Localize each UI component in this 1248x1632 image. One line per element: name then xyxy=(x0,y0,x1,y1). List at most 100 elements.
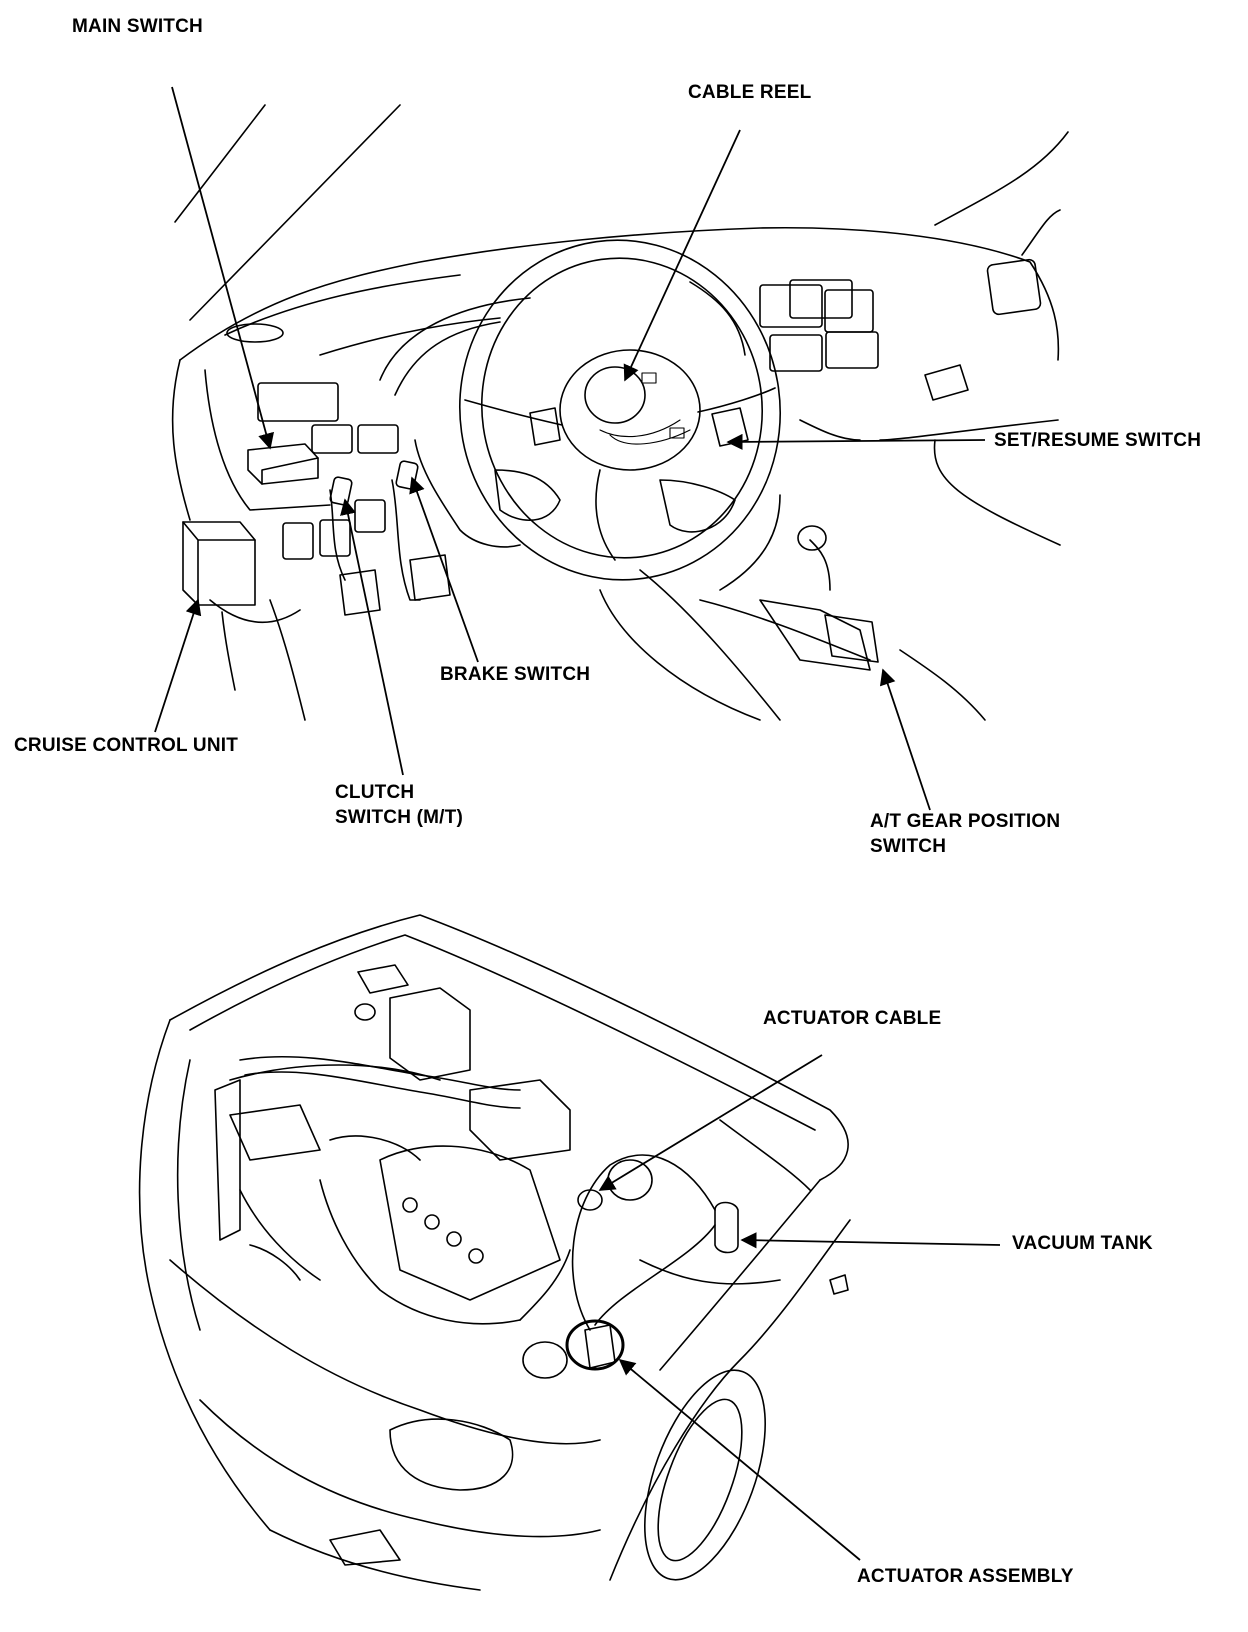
steering-wheel-rim-outer xyxy=(459,239,781,581)
set-resume-switch-pad xyxy=(711,407,749,447)
main-switch-face xyxy=(261,457,319,485)
center-panel-1 xyxy=(769,334,823,372)
a-pillar-left-2 xyxy=(189,104,401,321)
cluster-hood-right xyxy=(689,281,746,356)
console-side-right xyxy=(899,649,986,721)
fuse-box xyxy=(389,987,471,1081)
steering-hub xyxy=(559,349,701,471)
spark-plug-3 xyxy=(446,1231,462,1247)
relay-box xyxy=(357,964,409,994)
leader-lines xyxy=(154,86,1001,1561)
intake-tube-top xyxy=(239,1055,521,1091)
switch-blank-3 xyxy=(282,522,314,560)
switch-blank-5 xyxy=(354,499,386,533)
brake-master-cylinder xyxy=(607,1159,653,1201)
air-box xyxy=(469,1079,571,1161)
actuator-cable-1 xyxy=(571,1154,716,1331)
dash-top xyxy=(179,226,1060,361)
actuator-cable-2 xyxy=(594,1224,716,1326)
cruise-control-unit-edges xyxy=(182,521,256,606)
shifter-lever xyxy=(809,539,831,591)
hood-outline xyxy=(169,914,849,1181)
fog-light xyxy=(329,1529,401,1566)
main-switch-body xyxy=(247,443,319,485)
bumper-lower xyxy=(199,1399,601,1538)
label-clutch-switch: CLUTCH SWITCH (M/T) xyxy=(335,782,463,828)
dash-crease xyxy=(319,317,501,356)
leader-at-gear-position-switch xyxy=(879,668,931,811)
vacuum-tank xyxy=(714,1201,739,1254)
valve-cover xyxy=(379,1145,561,1301)
brake-pedal-pad xyxy=(409,554,451,601)
left-front-edge xyxy=(138,1019,271,1531)
switch-blank-1 xyxy=(311,424,353,454)
left-kick-2 xyxy=(269,599,306,721)
hub-connector-2 xyxy=(669,427,685,439)
center-vent-top xyxy=(789,279,853,319)
brake-pedal-arm xyxy=(391,479,421,601)
gauge-window-left xyxy=(257,382,339,422)
spark-plug-4 xyxy=(468,1248,484,1264)
intake-tube-bottom xyxy=(244,1071,521,1109)
spoke-left xyxy=(464,399,563,426)
clutch-pedal-arm xyxy=(329,489,346,581)
hub-connector-1 xyxy=(641,372,657,384)
glovebox-handle xyxy=(924,364,969,401)
engine-front xyxy=(319,1179,521,1325)
glovebox-bottom xyxy=(879,419,1059,441)
spark-plug-2 xyxy=(424,1214,440,1230)
right-wheel-arch xyxy=(644,1369,766,1581)
headlight xyxy=(389,1418,514,1491)
label-vacuum-tank: VACUUM TANK xyxy=(1012,1233,1153,1254)
a-pillar-right-2 xyxy=(1021,209,1061,256)
spark-plug-1 xyxy=(402,1197,418,1213)
label-cruise-control-unit: CRUISE CONTROL UNIT xyxy=(14,735,239,756)
console-side-left xyxy=(639,569,781,721)
hose-2 xyxy=(249,1244,301,1281)
label-brake-switch: BRAKE SWITCH xyxy=(440,664,591,685)
dash-top-inner xyxy=(224,274,461,336)
right-wheel xyxy=(657,1398,743,1562)
a-pillar-left-1 xyxy=(174,104,266,223)
steering-column xyxy=(414,439,521,548)
spoke-opening-left xyxy=(494,469,561,521)
leader-set-resume-switch xyxy=(726,433,986,450)
cruise-control-unit-box xyxy=(182,521,256,606)
clutch-pedal-pad xyxy=(339,569,381,616)
hose-1 xyxy=(239,1189,321,1281)
label-set-resume-switch: SET/RESUME SWITCH xyxy=(994,430,1202,451)
leader-cable-reel xyxy=(623,129,741,382)
left-kick-1 xyxy=(221,611,236,691)
center-vent-left xyxy=(759,284,823,328)
spoke-opening-right xyxy=(659,479,736,533)
leader-actuator-assembly xyxy=(618,1358,861,1561)
leader-main-switch xyxy=(171,86,274,450)
right-footwell xyxy=(933,439,1061,546)
center-stack-bottom xyxy=(799,419,861,441)
console-front xyxy=(699,599,871,661)
actuator-assembly-ring xyxy=(565,1319,625,1371)
bumper-top xyxy=(169,1259,601,1445)
floor-line xyxy=(599,589,761,721)
leader-actuator-cable xyxy=(598,1054,823,1191)
engine-front-right xyxy=(519,1249,571,1321)
switch-blank-4 xyxy=(319,519,351,557)
console-tray xyxy=(759,599,871,671)
horn-pad-left xyxy=(529,407,561,446)
bumper-bottom xyxy=(269,1529,481,1591)
left-knee-panel xyxy=(209,599,301,624)
left-vent xyxy=(226,323,284,343)
cowl-line xyxy=(719,1119,811,1191)
dashboard-illustration xyxy=(171,104,1069,721)
leader-brake-switch xyxy=(409,476,479,663)
a-pillar-right xyxy=(934,131,1069,226)
strut-top-left xyxy=(354,1003,376,1021)
label-at-gear-position-switch: A/T GEAR POSITION SWITCH xyxy=(870,811,1061,857)
engine-bay-illustration xyxy=(138,914,851,1591)
label-cable-reel: CABLE REEL xyxy=(688,82,812,103)
label-actuator-cable: ACTUATOR CABLE xyxy=(763,1008,942,1029)
label-actuator-assembly: ACTUATOR ASSEMBLY xyxy=(857,1566,1074,1587)
center-vent-right xyxy=(824,289,874,333)
label-main-switch: MAIN SWITCH xyxy=(72,16,203,37)
